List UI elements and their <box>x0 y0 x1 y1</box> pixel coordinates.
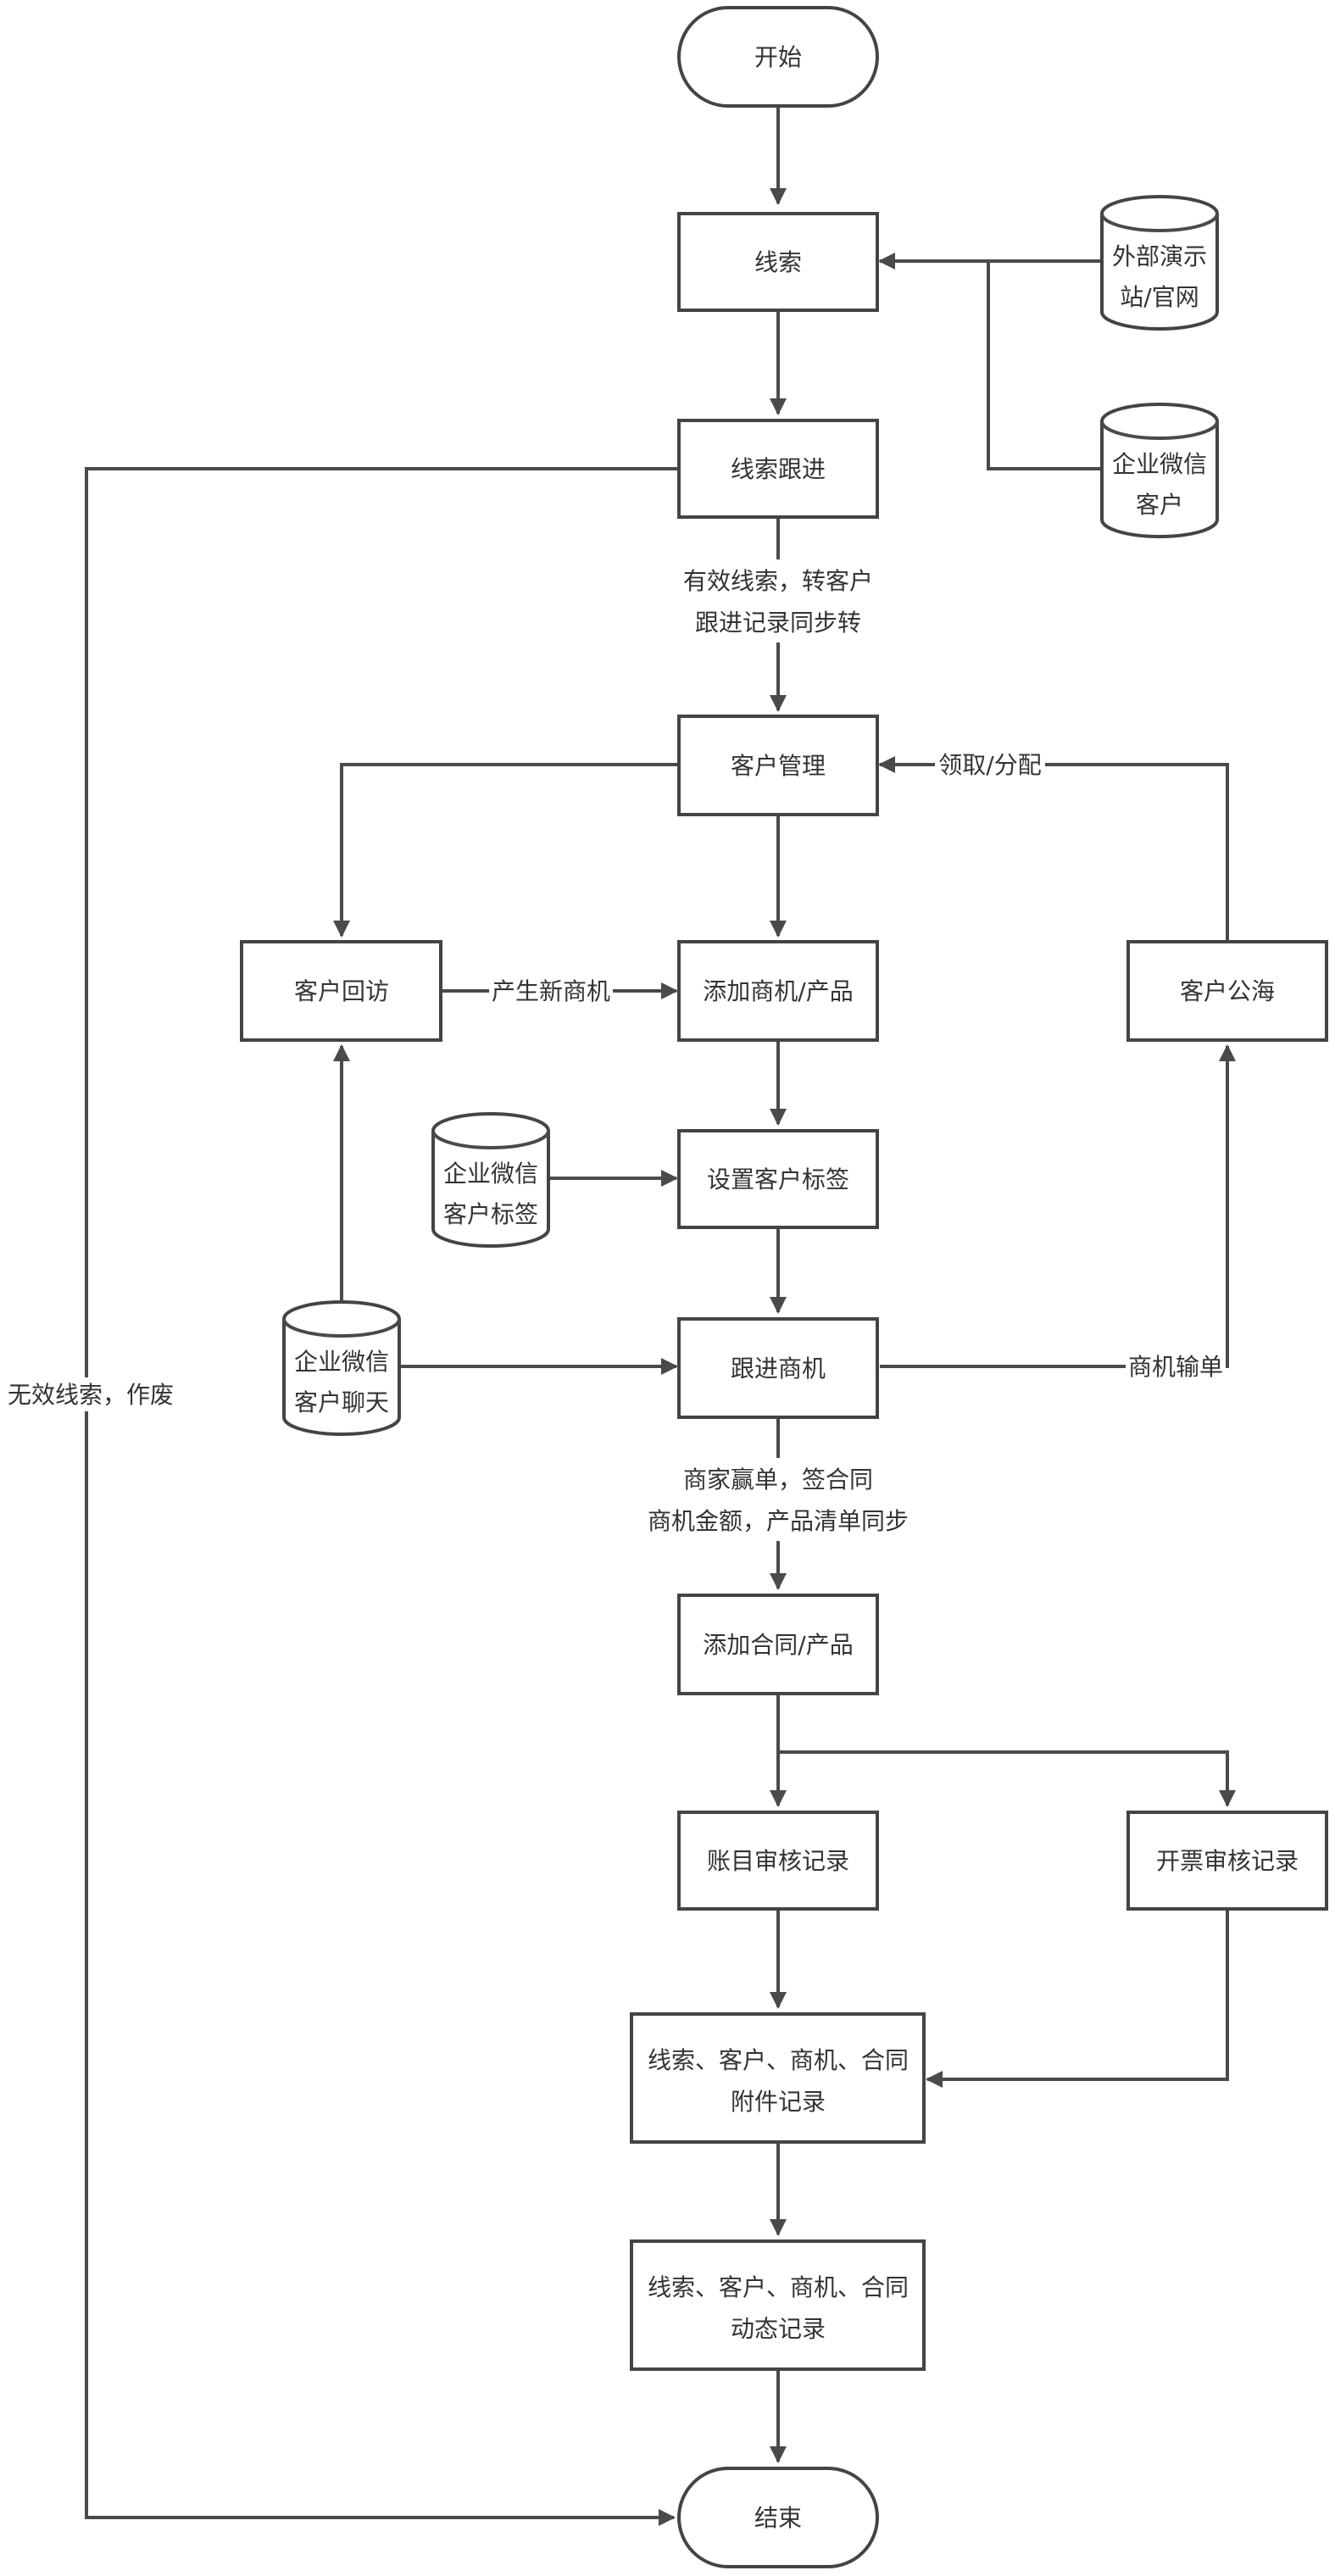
edge-label-new-opportunity: 产生新商机 <box>489 974 613 1008</box>
svg-text:无效线索，作废: 无效线索，作废 <box>8 1381 174 1409</box>
svg-text:商家赢单，签合同: 商家赢单，签合同 <box>683 1466 873 1494</box>
svg-text:外部演示: 外部演示 <box>1112 242 1207 270</box>
svg-text:客户标签: 客户标签 <box>443 1200 538 1228</box>
svg-text:添加合同/产品: 添加合同/产品 <box>703 1631 853 1659</box>
edge-label-claim-assign: 领取/分配 <box>935 748 1045 782</box>
node-lead: 线索 <box>677 212 879 312</box>
edge-opportunity-lost-to-pool <box>880 1044 1236 1368</box>
edge-pool-to-customer-mgmt <box>878 756 1229 941</box>
node-start: 开始 <box>677 6 879 108</box>
datastore-ext-site: 外部演示 站/官网 <box>1100 195 1219 331</box>
svg-text:附件记录: 附件记录 <box>731 2088 826 2116</box>
svg-text:客户管理: 客户管理 <box>731 752 826 780</box>
svg-text:线索、客户、商机、合同: 线索、客户、商机、合同 <box>648 2046 909 2074</box>
svg-text:线索跟进: 线索跟进 <box>731 455 826 483</box>
edge-invoice-audit-to-attachments <box>926 1911 1229 2088</box>
edge-label-valid-lead: 有效线索，转客户 跟进记录同步转 <box>678 559 878 643</box>
node-attachments: 线索、客户、商机、合同 附件记录 <box>630 2012 926 2144</box>
svg-text:商机金额，产品清单同步: 商机金额，产品清单同步 <box>648 1507 909 1535</box>
svg-text:开始: 开始 <box>754 43 802 71</box>
datastore-wecom-tags: 企业微信 客户标签 <box>431 1112 550 1248</box>
svg-text:结束: 结束 <box>754 2504 802 2532</box>
datastore-wecom-customer: 企业微信 客户 <box>1100 403 1219 538</box>
svg-text:企业微信: 企业微信 <box>294 1348 389 1376</box>
node-customer-pool: 客户公海 <box>1126 940 1328 1042</box>
svg-text:客户: 客户 <box>1136 491 1183 519</box>
svg-text:领取/分配: 领取/分配 <box>938 751 1041 779</box>
svg-text:客户回访: 客户回访 <box>294 977 389 1005</box>
edge-label-invalid-lead: 无效线索，作废 <box>7 1377 175 1411</box>
edge-customer-mgmt-to-revisit <box>333 763 678 937</box>
node-add-opportunity: 添加商机/产品 <box>677 940 879 1042</box>
edge-add-contract-to-invoice-audit <box>778 1750 1236 1807</box>
node-account-audit: 账目审核记录 <box>677 1811 879 1911</box>
node-lead-followup: 线索跟进 <box>677 419 879 519</box>
node-customer-revisit: 客户回访 <box>240 940 442 1042</box>
svg-text:企业微信: 企业微信 <box>443 1160 538 1188</box>
edge-label-opportunity-lost: 商机输单 <box>1126 1349 1226 1383</box>
svg-text:动态记录: 动态记录 <box>731 2315 826 2343</box>
svg-text:客户公海: 客户公海 <box>1180 977 1275 1005</box>
edge-wecom-customer-to-lead <box>987 261 1100 470</box>
svg-text:线索、客户、商机、合同: 线索、客户、商机、合同 <box>648 2273 909 2301</box>
node-activity: 线索、客户、商机、合同 动态记录 <box>630 2239 926 2371</box>
svg-text:商机输单: 商机输单 <box>1128 1353 1223 1381</box>
node-opportunity-followup: 跟进商机 <box>677 1317 879 1419</box>
edge-label-won: 商家赢单，签合同 商机金额，产品清单同步 <box>646 1458 910 1541</box>
node-customer-mgmt: 客户管理 <box>677 715 879 816</box>
svg-text:跟进商机: 跟进商机 <box>731 1355 826 1383</box>
node-set-tags: 设置客户标签 <box>677 1129 879 1229</box>
svg-text:客户聊天: 客户聊天 <box>294 1388 389 1416</box>
svg-text:有效线索，转客户: 有效线索，转客户 <box>683 567 873 595</box>
svg-text:产生新商机: 产生新商机 <box>492 977 610 1005</box>
node-invoice-audit: 开票审核记录 <box>1126 1811 1328 1911</box>
svg-text:开票审核记录: 开票审核记录 <box>1156 1847 1299 1875</box>
svg-text:站/官网: 站/官网 <box>1120 283 1199 311</box>
node-add-contract: 添加合同/产品 <box>677 1594 879 1695</box>
edge-invalid-lead-to-end <box>85 467 678 2526</box>
svg-text:设置客户标签: 设置客户标签 <box>707 1166 849 1193</box>
svg-text:线索: 线索 <box>754 248 802 276</box>
svg-text:企业微信: 企业微信 <box>1112 450 1207 478</box>
svg-text:账目审核记录: 账目审核记录 <box>707 1847 849 1875</box>
svg-text:跟进记录同步转: 跟进记录同步转 <box>695 609 861 637</box>
node-end: 结束 <box>677 2467 879 2568</box>
datastore-wecom-chat: 企业微信 客户聊天 <box>282 1300 401 1436</box>
svg-text:添加商机/产品: 添加商机/产品 <box>703 977 853 1005</box>
